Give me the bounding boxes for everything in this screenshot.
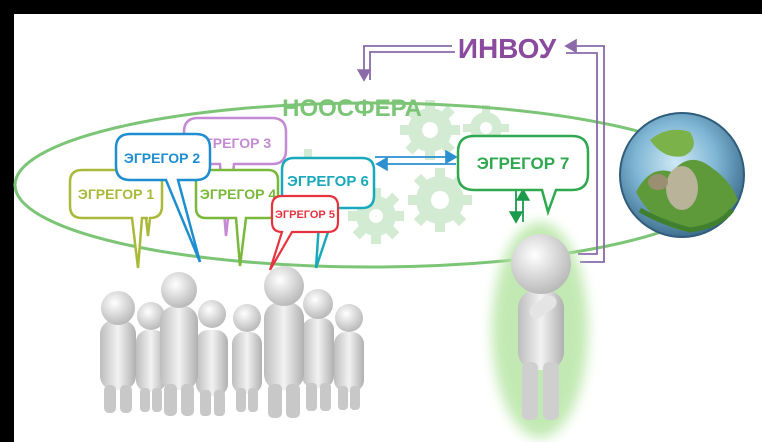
person-link-arrows bbox=[508, 188, 531, 224]
feedback-arrows bbox=[356, 38, 605, 263]
crowd-figures bbox=[100, 266, 364, 418]
person-figure-icon bbox=[100, 291, 136, 413]
egregor-4-bubble: ЭГРЕГОР 4 bbox=[194, 168, 280, 267]
person-figure-icon bbox=[302, 289, 334, 411]
egregor-7-bubble: ЭГРЕГОР 7 bbox=[456, 134, 590, 217]
egregor-1-label: ЭГРЕГОР 1 bbox=[78, 186, 154, 202]
egregor-1-bubble: ЭГРЕГОР 1 bbox=[68, 168, 164, 269]
person-figure-icon bbox=[334, 304, 364, 410]
person-figure-icon bbox=[511, 234, 571, 420]
egregor-5-label: ЭГРЕГОР 5 bbox=[275, 209, 335, 221]
egregor-2-label: ЭГРЕГОР 2 bbox=[124, 150, 200, 166]
egregor-6-label: ЭГРЕГОР 6 bbox=[287, 173, 369, 190]
person-figure-icon bbox=[196, 300, 228, 416]
egregor-link-arrows bbox=[375, 149, 458, 172]
egregor-2-bubble: ЭГРЕГОР 2 bbox=[114, 132, 212, 263]
egregor-7-label: ЭГРЕГОР 7 bbox=[477, 154, 570, 173]
egregor-5-bubble: ЭГРЕГОР 5 bbox=[268, 194, 340, 271]
egregor-4-label: ЭГРЕГОР 4 bbox=[200, 186, 276, 202]
title: ИНВОУ bbox=[458, 33, 557, 64]
person-figure-icon bbox=[264, 266, 304, 418]
earth-globe-icon bbox=[619, 112, 745, 238]
edge-line bbox=[0, 224, 14, 226]
egregor-3-label: ЭГРЕГОР 3 bbox=[195, 135, 271, 151]
person-figure-icon bbox=[136, 302, 166, 412]
person-figure-icon bbox=[232, 304, 262, 412]
noosphere-label: НООСФЕРА bbox=[282, 95, 422, 122]
person-figure-icon bbox=[160, 272, 198, 416]
thinking-person bbox=[492, 222, 588, 438]
